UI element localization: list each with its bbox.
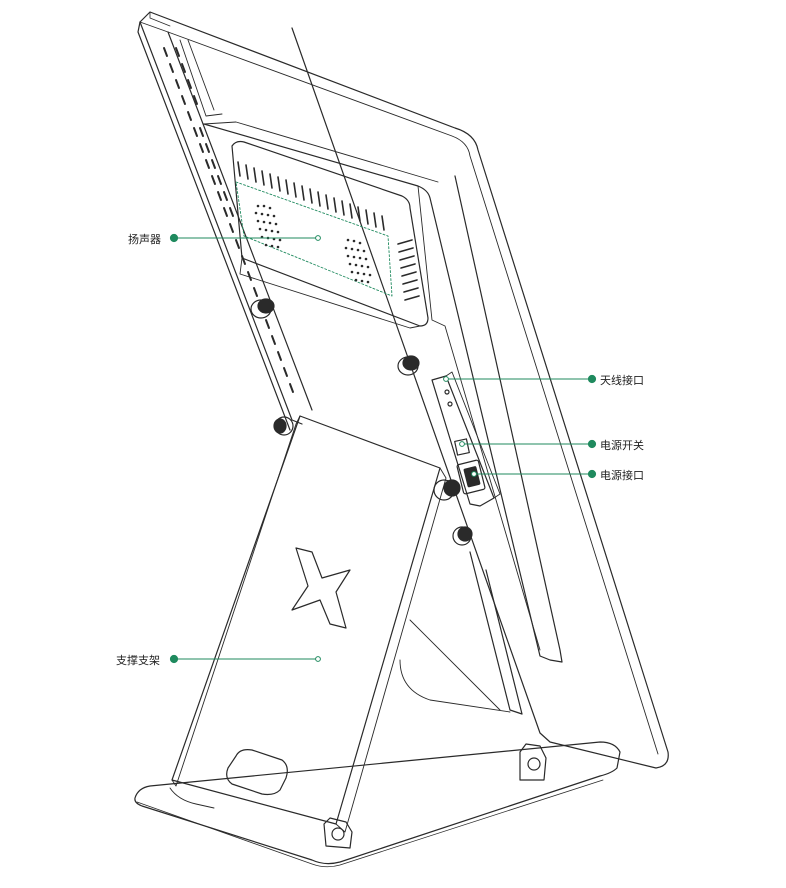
bracket-rear bbox=[519, 743, 547, 781]
speaker-grille-left bbox=[254, 204, 282, 249]
x-cutout bbox=[291, 547, 351, 629]
bracket-front bbox=[323, 817, 353, 849]
speaker-box bbox=[231, 140, 429, 327]
knob-2 bbox=[397, 355, 420, 376]
power-switch-block bbox=[454, 438, 470, 456]
power-port-label: 电源接口 bbox=[600, 469, 644, 482]
rear-strut bbox=[469, 551, 523, 715]
support-stand-label: 支撑支架 bbox=[116, 654, 160, 667]
base-plate bbox=[134, 741, 621, 865]
handle-slot bbox=[226, 749, 288, 796]
antenna-port-label: 天线接口 bbox=[600, 374, 644, 387]
knob-5 bbox=[452, 526, 473, 546]
speaker-grille-right bbox=[344, 238, 372, 284]
speaker-label: 扬声器 bbox=[128, 233, 161, 246]
support-stand-plate bbox=[171, 415, 441, 825]
knob-3 bbox=[273, 416, 294, 436]
port-panel bbox=[431, 375, 495, 507]
rail-slots bbox=[163, 47, 294, 393]
monitor-back-outer bbox=[139, 11, 669, 769]
monitor-left-rail bbox=[139, 21, 303, 425]
knob-1 bbox=[250, 298, 275, 319]
rear-housing bbox=[203, 123, 563, 663]
power-switch-label: 电源开关 bbox=[600, 439, 644, 452]
knob-4 bbox=[433, 479, 461, 501]
